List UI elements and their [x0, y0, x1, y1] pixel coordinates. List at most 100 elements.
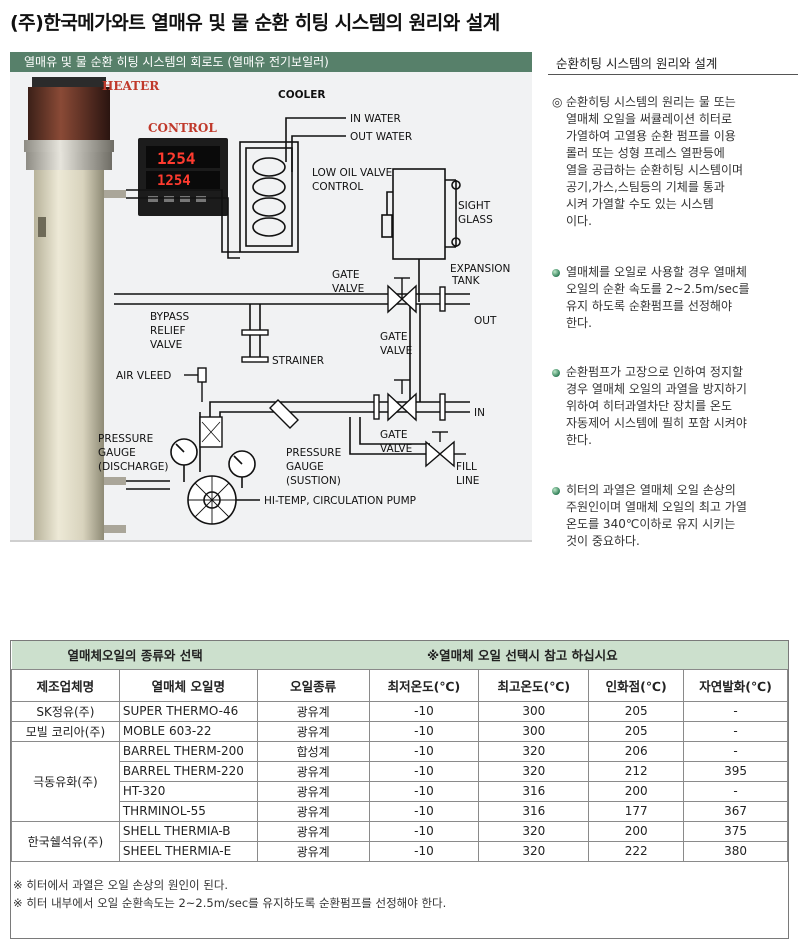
pressure-suction-label-2: GAUGE	[286, 461, 324, 473]
note-line: ※ 히터 내부에서 오일 순환속도는 2~2.5m/sec를 유지하도록 순환펌…	[13, 895, 447, 910]
in-label: IN	[474, 407, 485, 419]
value-cell: 320	[478, 760, 590, 782]
gate-valve-2-label-b: VALVE	[380, 345, 412, 357]
value-cell: -10	[368, 800, 480, 822]
expansion-tank	[381, 168, 461, 302]
side-item-overheat: 히터의 과열은 열매체 오일 손상의 주원인이며 열매체 오일의 최고 가열 온…	[552, 482, 790, 550]
value-cell: 222	[588, 840, 685, 862]
oil-table: 열매체오일의 종류와 선택 ※열매체 오일 선택시 참고 하십시요 제조업체명 …	[11, 641, 788, 862]
control-label: CONTROL	[148, 121, 217, 135]
diagram-header: 열매유 및 물 순환 히팅 시스템의 회로도 (열매유 전기보일러)	[10, 52, 532, 72]
oil-name-cell: THRMINOL-55	[118, 800, 258, 822]
heater-unit	[24, 77, 126, 540]
value-cell: 광유계	[256, 800, 370, 822]
value-cell: -10	[368, 780, 480, 802]
gate-valve-3-label-a: GATE	[380, 429, 408, 441]
circulation-pump	[187, 475, 260, 525]
strainer	[269, 399, 299, 429]
pressure-suction-label-3: (SUSTION)	[286, 475, 341, 487]
value-cell: -10	[368, 720, 480, 742]
value-cell: -	[683, 740, 788, 762]
in-water-label: IN WATER	[350, 113, 401, 125]
gate-valve-3-label-b: VALVE	[380, 443, 412, 455]
value-cell: 320	[478, 820, 590, 842]
value-cell: -10	[368, 700, 480, 722]
table-title-left: 열매체오일의 종류와 선택	[11, 641, 370, 669]
low-oil-control-label: CONTROL	[312, 181, 363, 193]
value-cell: -10	[368, 740, 480, 762]
maker-cell: 한국쉘석유(주)	[11, 820, 120, 862]
value-cell: -	[683, 780, 788, 802]
table-title-right: ※열매체 오일 선택시 참고 하십시요	[369, 641, 788, 669]
cooler-label: COOLER	[278, 89, 326, 101]
fill-line-label-1: FILL	[456, 461, 477, 473]
value-cell: -	[683, 700, 788, 722]
sight-label: SIGHT	[458, 200, 491, 212]
value-cell: 395	[683, 760, 788, 782]
value-cell: 합성계	[256, 740, 370, 762]
green-dot-bullet-icon	[552, 369, 560, 377]
value-cell: 200	[588, 820, 685, 842]
pressure-discharge-label-3: (DISCHARGE)	[98, 461, 169, 473]
gate-valve-1-label-b: VALVE	[332, 283, 364, 295]
circuit-diagram: HEATER CONTROL 1254 1254 COOLER IN WATE	[10, 72, 532, 542]
oil-name-cell: MOBLE 603-22	[118, 720, 258, 742]
value-cell: -10	[368, 820, 480, 842]
value-cell: 광유계	[256, 780, 370, 802]
oil-selection-table: 열매체오일의 종류와 선택 ※열매체 오일 선택시 참고 하십시요 제조업체명 …	[10, 640, 789, 939]
pressure-gauge-suction	[228, 450, 256, 488]
temperature-controller: 1254 1254	[138, 138, 228, 216]
value-cell: 광유계	[256, 840, 370, 862]
expansion-label: EXPANSION	[450, 263, 510, 275]
column-header: 제조업체명	[11, 668, 120, 702]
value-cell: 300	[478, 700, 590, 722]
pressure-discharge-label-1: PRESSURE	[98, 433, 153, 445]
out-label: OUT	[474, 315, 497, 327]
page-title: (주)한국메가와트 열매유 및 물 순환 히팅 시스템의 원리와 설계	[10, 12, 500, 34]
low-oil-valve-label: LOW OIL VALVE	[312, 167, 392, 179]
value-cell: 316	[478, 800, 590, 822]
air-vleed-label: AIR VLEED	[116, 370, 171, 382]
column-header: 오일종류	[256, 668, 370, 702]
side-item-principle: ◎ 순환히팅 시스템의 원리는 물 또는 열매체 오일을 써큘레이션 히터로 가…	[552, 95, 744, 228]
oil-name-cell: HT-320	[118, 780, 258, 802]
gate-valve-1-label-a: GATE	[332, 269, 360, 281]
value-cell: 206	[588, 740, 685, 762]
cooler-unit	[239, 117, 346, 253]
value-cell: 300	[478, 720, 590, 742]
value-cell: 375	[683, 820, 788, 842]
oil-name-cell: BARREL THERM-200	[118, 740, 258, 762]
value-cell: 205	[588, 700, 685, 722]
gate-valve-3	[425, 431, 466, 468]
air-vleed-valve	[184, 367, 207, 402]
flow-indicator	[199, 416, 223, 448]
value-cell: 200	[588, 780, 685, 802]
pipe-flanges	[241, 286, 446, 421]
gate-valve-2-label-a: GATE	[380, 331, 408, 343]
maker-cell: 극동유화(주)	[11, 740, 120, 822]
fill-line-label-2: LINE	[456, 475, 479, 487]
side-item-oil-speed: 열매체를 오일로 사용할 경우 열매체 오일의 순환 속도를 2~2.5m/se…	[552, 264, 790, 332]
column-header: 열매체 오일명	[118, 668, 258, 702]
green-dot-bullet-icon	[552, 487, 560, 495]
value-cell: 212	[588, 760, 685, 782]
out-water-label: OUT WATER	[350, 131, 412, 143]
table-notes: ※ 히터에서 과열은 오일 손상의 원인이 된다. ※ 히터 내부에서 오일 순…	[11, 862, 788, 912]
value-cell: -10	[368, 840, 480, 862]
note-line: ※ 히터에서 과열은 오일 손상의 원인이 된다.	[13, 877, 229, 892]
table-title-row: 열매체오일의 종류와 선택 ※열매체 오일 선택시 참고 하십시요	[11, 641, 788, 669]
value-cell: 320	[478, 840, 590, 862]
column-header: 인화점(℃)	[588, 668, 685, 702]
value-cell: 광유계	[256, 700, 370, 722]
pressure-discharge-label-2: GAUGE	[98, 447, 136, 459]
circuit-diagram-svg: HEATER CONTROL 1254 1254 COOLER IN WATE	[24, 77, 510, 540]
value-cell: 320	[478, 740, 590, 762]
bypass-label-1: BYPASS	[150, 311, 190, 323]
maker-cell: SK정유(주)	[11, 700, 120, 722]
controller-display-pv: 1254	[157, 149, 196, 168]
